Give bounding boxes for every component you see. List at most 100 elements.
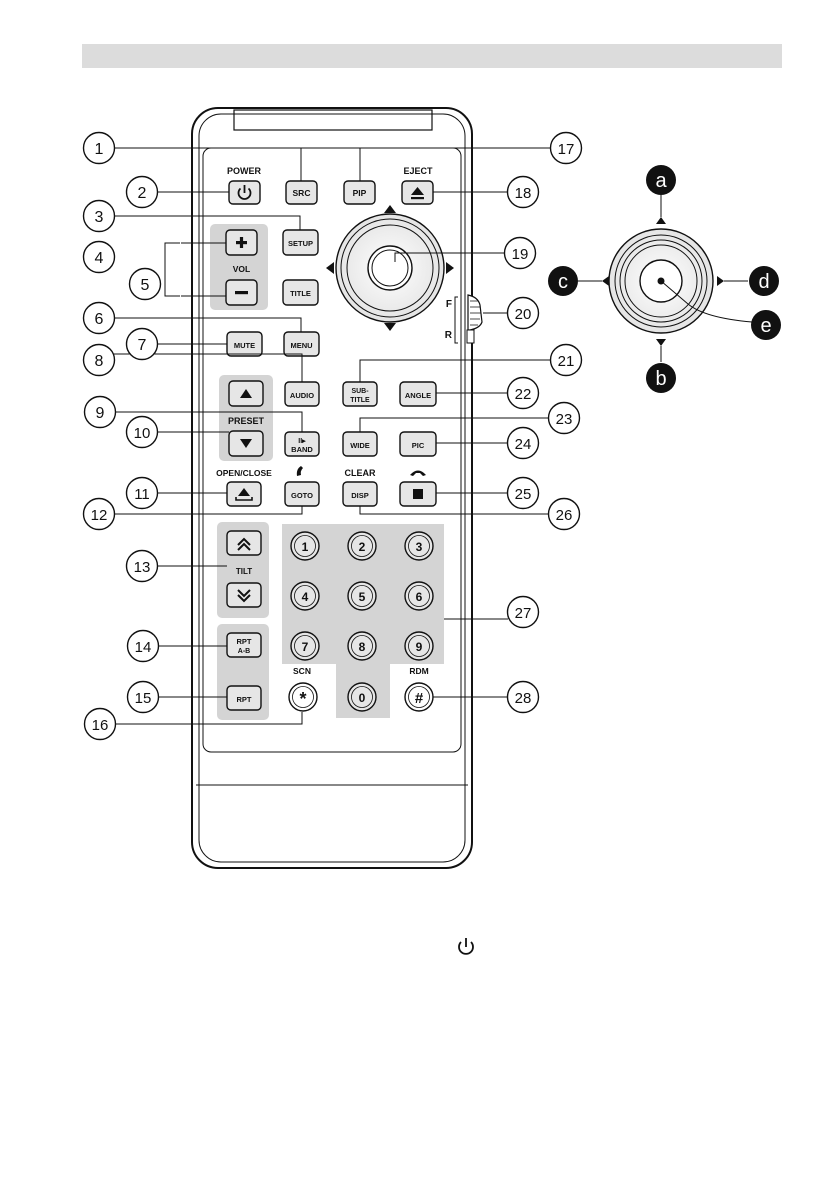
hash-button[interactable]: # xyxy=(404,682,434,712)
audio-label: AUDIO xyxy=(290,391,314,400)
arrow-up-icon xyxy=(656,217,666,224)
num-9-button[interactable]: 9 xyxy=(404,631,434,661)
svg-text:b: b xyxy=(655,368,666,390)
preset-up-button[interactable] xyxy=(228,380,264,407)
num-2-button[interactable]: 2 xyxy=(347,531,377,561)
rpt-ab-button[interactable]: RPT A-B xyxy=(226,632,262,658)
joystick-callout-a: a xyxy=(646,165,676,195)
subtitle-label-line2: TITLE xyxy=(350,397,370,404)
num-8-button[interactable]: 8 xyxy=(347,631,377,661)
open-close-button[interactable] xyxy=(226,481,262,507)
band-button[interactable]: II▸ BAND xyxy=(284,431,320,457)
pic-label: PIC xyxy=(412,441,425,450)
audio-button[interactable]: AUDIO xyxy=(284,381,320,407)
preset-down-button[interactable] xyxy=(228,430,264,457)
svg-text:a: a xyxy=(655,170,667,192)
callout-14: 14 xyxy=(126,629,160,663)
mute-button[interactable]: MUTE xyxy=(226,331,263,357)
callout-24: 24 xyxy=(506,426,540,460)
num-2-label: 2 xyxy=(359,540,366,554)
vol-down-button[interactable] xyxy=(225,279,258,306)
pip-button[interactable]: PIP xyxy=(343,180,376,205)
wide-label: WIDE xyxy=(350,441,370,450)
svg-text:22: 22 xyxy=(515,386,532,403)
svg-text:21: 21 xyxy=(558,353,575,370)
arrow-right-icon xyxy=(717,276,724,286)
mute-label: MUTE xyxy=(234,341,255,350)
svg-text:28: 28 xyxy=(515,690,532,707)
svg-text:12: 12 xyxy=(91,507,108,524)
callout-21: 21 xyxy=(549,343,583,377)
callout-28: 28 xyxy=(506,680,540,714)
callout-26: 26 xyxy=(547,497,581,531)
num-1-button[interactable]: 1 xyxy=(290,531,320,561)
title-button[interactable]: TITLE xyxy=(282,279,319,306)
arrow-down-icon xyxy=(240,439,252,448)
callout-7: 7 xyxy=(125,327,159,361)
tilt-label: TILT xyxy=(236,567,252,576)
switch-f-label: F xyxy=(446,299,452,310)
eject-icon xyxy=(411,187,424,200)
arrow-up-icon xyxy=(240,389,252,398)
setup-button[interactable]: SETUP xyxy=(282,229,319,256)
callout-8: 8 xyxy=(82,343,116,377)
fr-switch[interactable]: F R xyxy=(445,294,483,344)
callout-22: 22 xyxy=(506,376,540,410)
stop-button[interactable] xyxy=(399,481,437,507)
callouts: 1 2 3 4 5 6 7 8 9 10 11 12 13 14 15 16 1… xyxy=(82,131,583,741)
joystick[interactable] xyxy=(326,205,454,331)
svg-text:11: 11 xyxy=(134,486,150,503)
callout-11: 11 xyxy=(125,476,159,510)
src-button[interactable]: SRC xyxy=(285,180,318,205)
eject-button[interactable] xyxy=(401,180,434,205)
num-5-button[interactable]: 5 xyxy=(347,581,377,611)
hash-label: # xyxy=(415,690,424,707)
goto-button[interactable]: GOTO xyxy=(284,481,320,507)
plus-icon xyxy=(236,237,247,248)
subtitle-button[interactable]: SUB- TITLE xyxy=(342,381,378,407)
arrow-down-icon xyxy=(656,339,666,346)
rpt-button[interactable]: RPT xyxy=(226,685,262,711)
open-close-label: OPEN/CLOSE xyxy=(216,468,272,478)
star-button[interactable]: * xyxy=(288,682,318,712)
svg-text:d: d xyxy=(758,271,769,293)
joystick-callout-e: e xyxy=(751,310,781,340)
switch-r-label: R xyxy=(445,330,453,341)
svg-text:14: 14 xyxy=(135,639,152,656)
pic-button[interactable]: PIC xyxy=(399,431,437,457)
callout-27: 27 xyxy=(506,595,540,629)
rpt-label: RPT xyxy=(237,695,252,704)
svg-text:15: 15 xyxy=(135,690,152,707)
callout-5: 5 xyxy=(128,267,162,301)
callout-13: 13 xyxy=(125,549,159,583)
rpt-ab-label-line1: RPT xyxy=(237,637,252,646)
num-6-label: 6 xyxy=(416,590,423,604)
power-button[interactable] xyxy=(228,180,261,205)
callout-17: 17 xyxy=(549,131,583,165)
svg-text:13: 13 xyxy=(134,559,151,576)
angle-button[interactable]: ANGLE xyxy=(399,381,437,407)
num-7-button[interactable]: 7 xyxy=(290,631,320,661)
menu-button[interactable]: MENU xyxy=(283,331,320,357)
svg-text:5: 5 xyxy=(141,277,150,294)
arrow-right-icon xyxy=(446,262,454,274)
wide-button[interactable]: WIDE xyxy=(342,431,378,457)
callout-15: 15 xyxy=(126,680,160,714)
tilt-down-button[interactable] xyxy=(226,582,262,608)
tilt-up-button[interactable] xyxy=(226,530,262,556)
callout-19: 19 xyxy=(503,236,537,270)
power-label: POWER xyxy=(227,166,262,176)
power-icon xyxy=(237,185,252,200)
num-0-button[interactable]: 0 xyxy=(347,682,377,712)
vol-up-button[interactable] xyxy=(225,229,258,256)
num-4-button[interactable]: 4 xyxy=(290,581,320,611)
band-icon: II▸ xyxy=(298,438,306,445)
callout-6: 6 xyxy=(82,301,116,335)
star-label: * xyxy=(299,689,306,709)
num-6-button[interactable]: 6 xyxy=(404,581,434,611)
rpt-ab-label-line2: A-B xyxy=(238,648,250,655)
disp-button[interactable]: DISP xyxy=(342,481,378,507)
callout-23: 23 xyxy=(547,401,581,435)
callout-4: 4 xyxy=(82,240,116,274)
num-3-button[interactable]: 3 xyxy=(404,531,434,561)
